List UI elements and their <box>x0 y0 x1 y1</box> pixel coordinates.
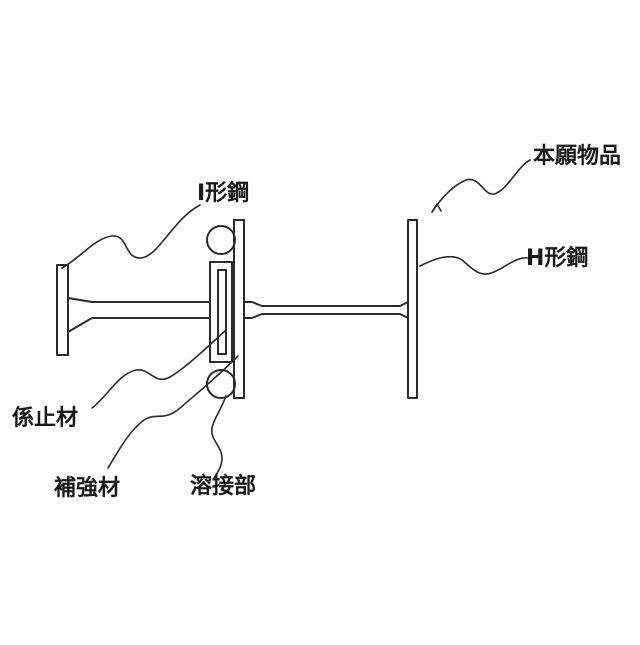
label-h-beam: H形鋼 <box>526 248 588 270</box>
stopper-plate <box>234 220 244 398</box>
label-weld: 溶接部 <box>190 476 256 498</box>
leader-product <box>432 160 530 212</box>
leader-weld <box>212 396 226 478</box>
reinforcement-plate-outer <box>210 262 232 362</box>
reinforcement-plate-inner <box>218 270 226 354</box>
h-beam-web-top <box>244 302 408 306</box>
reinforcement-assembly <box>207 220 244 398</box>
label-product: 本願物品 <box>533 146 621 168</box>
i-beam-web-bottom <box>68 318 210 332</box>
label-stopper: 係止材 <box>12 408 78 430</box>
leader-stopper <box>92 330 226 408</box>
leader-h-beam <box>420 257 530 274</box>
label-i-beam: I形鋼 <box>197 183 249 205</box>
i-beam-section <box>57 265 210 355</box>
label-reinforcement: 補強材 <box>54 478 120 500</box>
i-beam-left-flange <box>57 265 68 355</box>
h-beam-section <box>244 220 417 398</box>
weld-bead-top <box>207 226 235 254</box>
h-beam-flange <box>408 220 417 398</box>
h-beam-web-bottom <box>244 314 408 318</box>
i-beam-web-top <box>68 298 210 302</box>
weld-bead-bottom <box>207 370 235 398</box>
product-arrow-tip <box>432 204 441 212</box>
leader-i-beam <box>62 205 200 268</box>
